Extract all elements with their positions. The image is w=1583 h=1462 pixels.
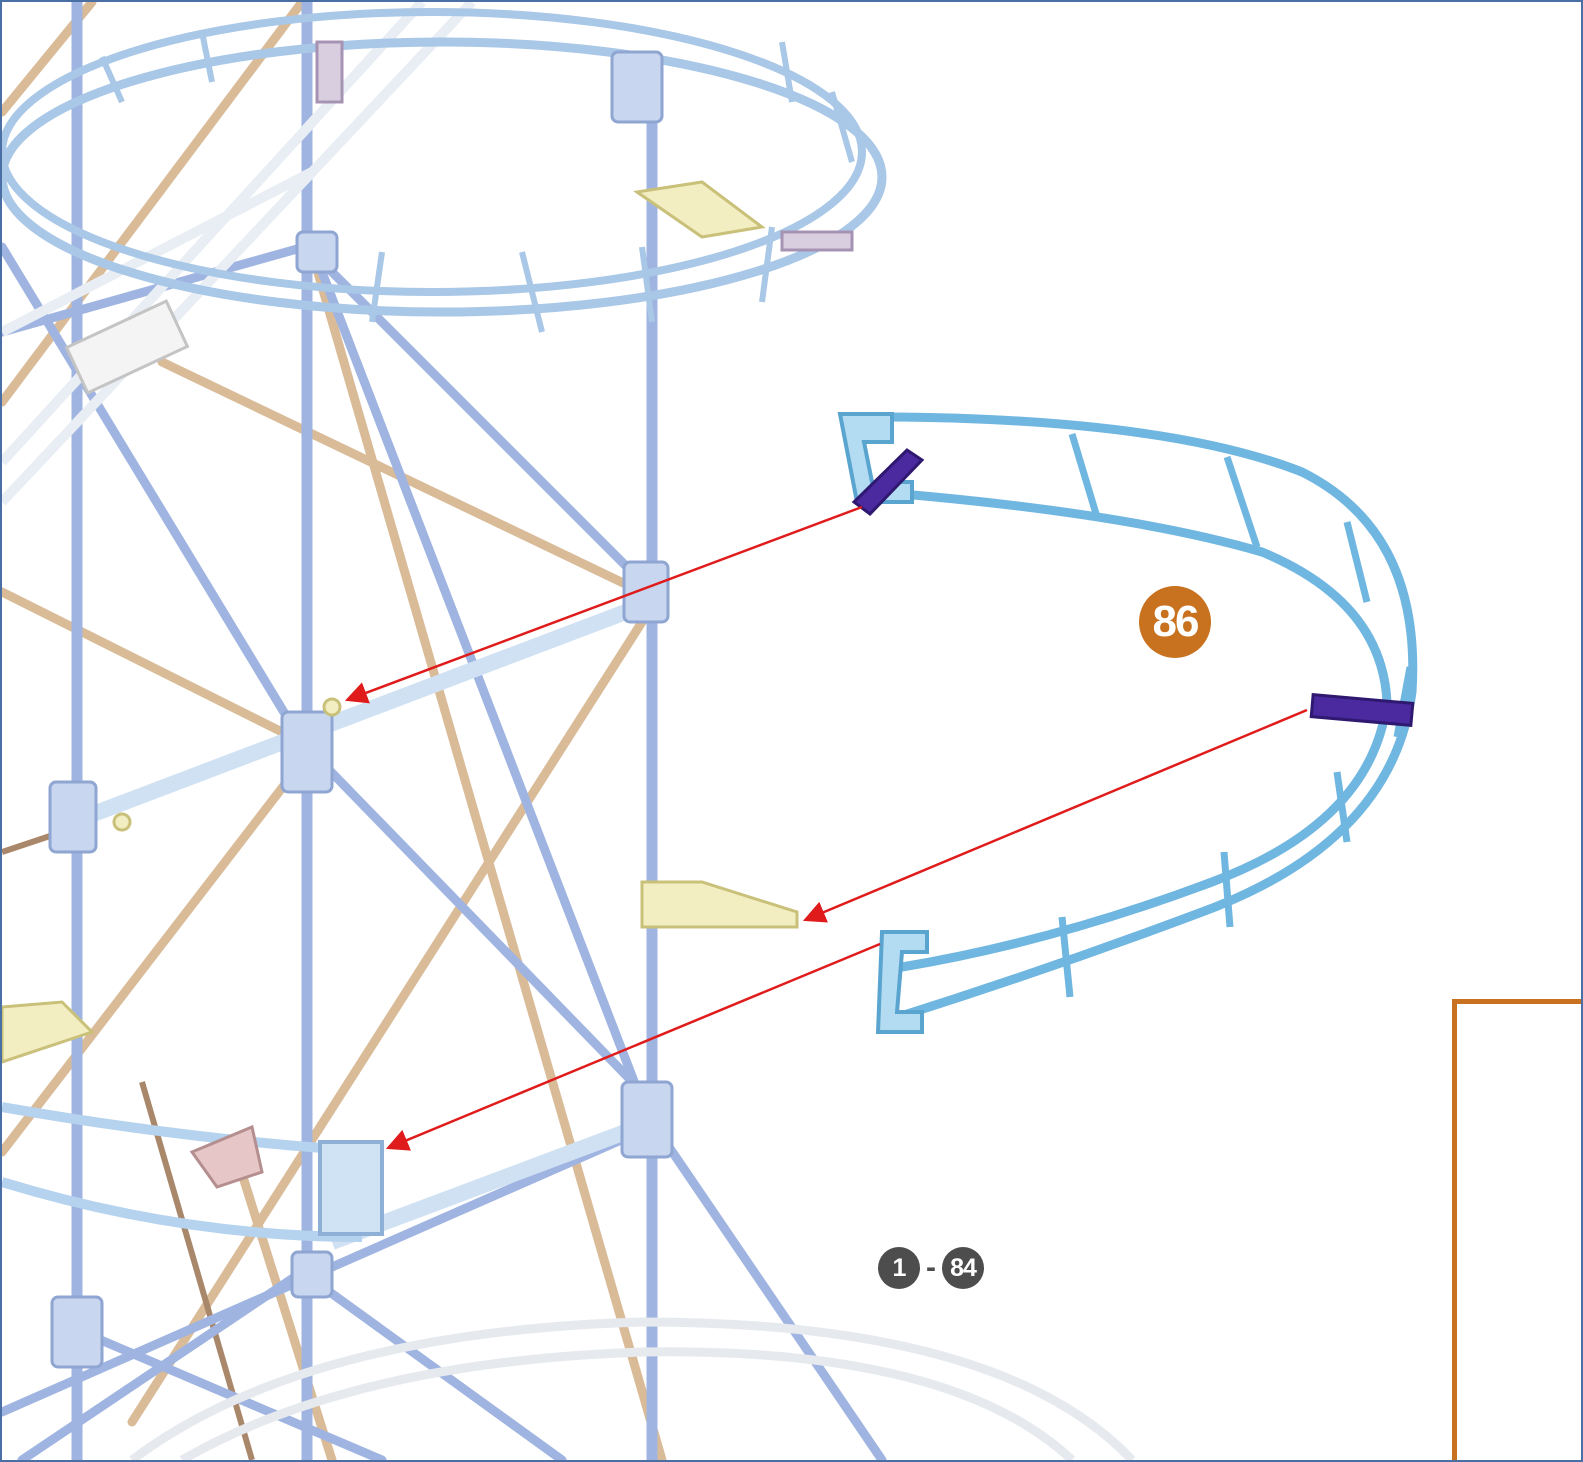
previous-steps-to: 84 <box>942 1247 984 1289</box>
step-number: 86 <box>1152 597 1200 646</box>
inset-frame <box>1452 999 1581 1460</box>
assembly-arrow <box>344 505 1308 1151</box>
step-number-badge: 86 <box>1139 586 1211 658</box>
previous-steps-separator: - <box>926 1251 936 1284</box>
track-piece <box>837 412 1418 1034</box>
connector-piece <box>851 448 1415 727</box>
existing-structure <box>2 2 1136 1460</box>
previous-steps-indicator: 1 - 84 <box>878 1245 984 1291</box>
previous-steps-from: 1 <box>878 1247 920 1289</box>
